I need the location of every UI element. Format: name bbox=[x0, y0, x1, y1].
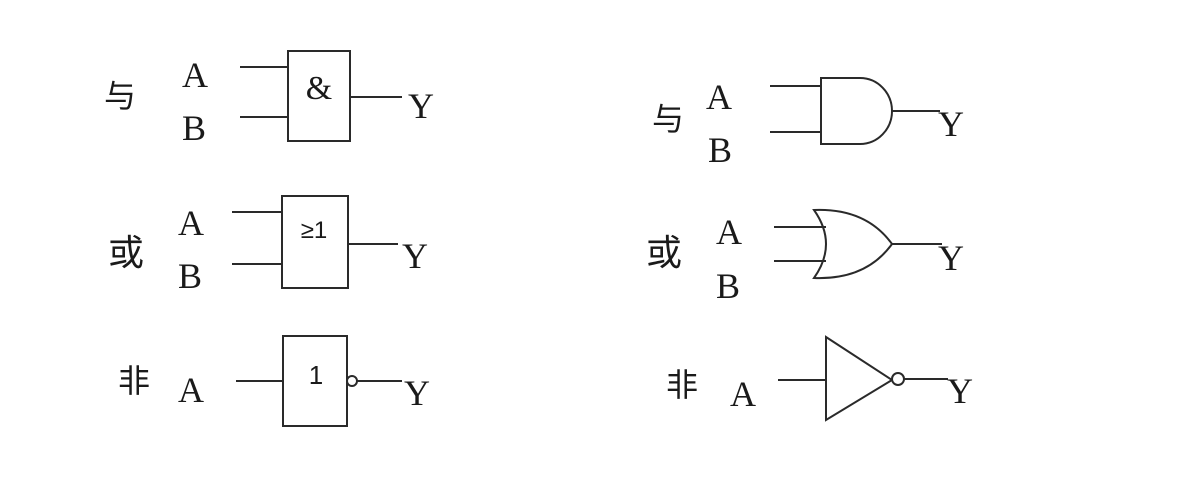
and-gate-distinctive: 与 A B Y bbox=[652, 77, 964, 170]
or-gate-shape bbox=[812, 208, 894, 280]
and-input-a-label-right: A bbox=[706, 77, 732, 117]
not-gate-rectangular: 非 A 1 Y bbox=[118, 335, 430, 427]
or-gate-box bbox=[281, 195, 349, 289]
not-inversion-bubble-icon bbox=[346, 375, 358, 387]
not-gate-label: 非 bbox=[118, 362, 150, 400]
and-gate-label: 与 bbox=[104, 77, 136, 115]
not-input-a-label-right: A bbox=[730, 374, 756, 414]
and-gate-shape bbox=[820, 77, 893, 145]
and-output-label-right: Y bbox=[938, 104, 964, 144]
not-gate-triangle bbox=[825, 335, 894, 422]
not-gate-symbol: 1 bbox=[309, 360, 323, 390]
or-input-b-label-right: B bbox=[716, 266, 740, 306]
or-gate-rectangular: 或 A B ≥1 Y bbox=[108, 195, 428, 296]
not-output-label-right: Y bbox=[947, 371, 973, 411]
not-gate-box bbox=[282, 335, 348, 427]
or-gate-label: 或 bbox=[108, 233, 144, 274]
and-input-b-label: B bbox=[182, 108, 206, 148]
or-output-label: Y bbox=[402, 236, 428, 276]
not-inversion-bubble-icon-right bbox=[891, 372, 905, 386]
and-gate-label-right: 与 bbox=[652, 100, 684, 138]
or-gate-distinctive: 或 A B Y bbox=[646, 208, 964, 306]
and-gate-rectangular: 与 A B & Y bbox=[104, 50, 434, 148]
or-input-a-label-right: A bbox=[716, 212, 742, 252]
or-input-a-label: A bbox=[178, 203, 204, 243]
or-gate-symbol: ≥1 bbox=[301, 217, 328, 244]
not-input-a-label: A bbox=[178, 370, 204, 410]
or-input-b-label: B bbox=[178, 256, 202, 296]
or-gate-label-right: 或 bbox=[646, 233, 682, 274]
or-output-label-right: Y bbox=[938, 238, 964, 278]
and-input-b-label-right: B bbox=[708, 130, 732, 170]
and-output-label: Y bbox=[408, 86, 434, 126]
not-gate-label-right: 非 bbox=[666, 366, 698, 404]
not-output-label: Y bbox=[404, 373, 430, 413]
and-gate-symbol: & bbox=[306, 70, 332, 107]
and-input-a-label: A bbox=[182, 55, 208, 95]
not-gate-distinctive: 非 A Y bbox=[666, 335, 973, 422]
